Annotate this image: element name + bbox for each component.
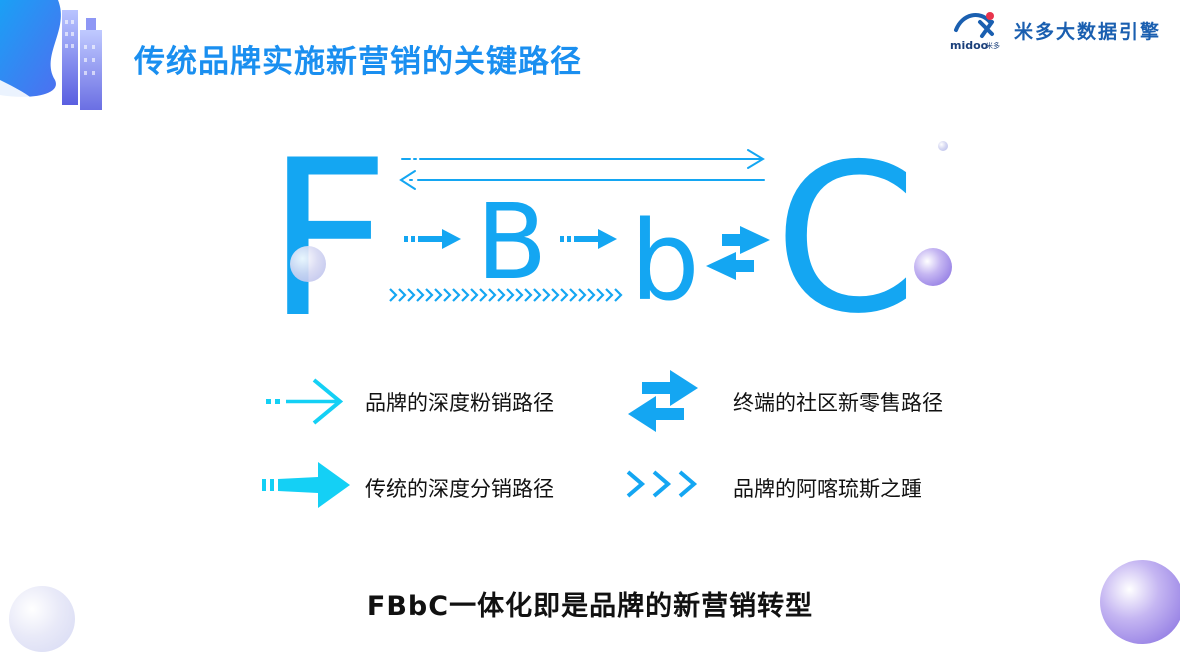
dotted-arrow-icon <box>266 378 344 425</box>
legend-label-community-retail: 终端的社区新零售路径 <box>733 391 943 415</box>
b-to-b-arrow <box>560 229 617 249</box>
midoo-logo-icon <box>954 12 994 38</box>
legend-label-achilles-heel: 品牌的阿喀琉斯之踵 <box>733 477 922 501</box>
slide-title: 传统品牌实施新营销的关键路径 <box>134 44 582 80</box>
brand-name: 米多大数据引擎 <box>1014 21 1162 43</box>
brand-logo-sub: 米多 <box>986 42 1000 50</box>
letter-b-lower: b <box>630 197 700 325</box>
two-way-arrows-icon <box>628 370 698 432</box>
corner-buildings-decoration <box>0 0 102 118</box>
orb-decoration <box>938 141 948 151</box>
b-c-two-way-arrows <box>706 226 770 280</box>
footer-conclusion: FBbC一体化即是品牌的新营销转型 <box>366 591 814 622</box>
long-arrow-right <box>401 149 765 169</box>
triple-chevron-icon <box>626 470 698 498</box>
letter-f: F <box>266 114 391 365</box>
legend-label-traditional-distribution: 传统的深度分销路径 <box>365 477 554 501</box>
letter-b-upper: B <box>476 181 548 303</box>
orb-decoration <box>914 248 952 286</box>
legend-label-fan-sales: 品牌的深度粉销路径 <box>365 391 554 415</box>
long-arrow-left <box>399 170 765 190</box>
brand-logo-word: midoo <box>950 39 989 52</box>
f-to-b-arrow <box>404 229 461 249</box>
solid-arrow-icon <box>262 462 350 508</box>
letter-c: C <box>774 121 918 359</box>
